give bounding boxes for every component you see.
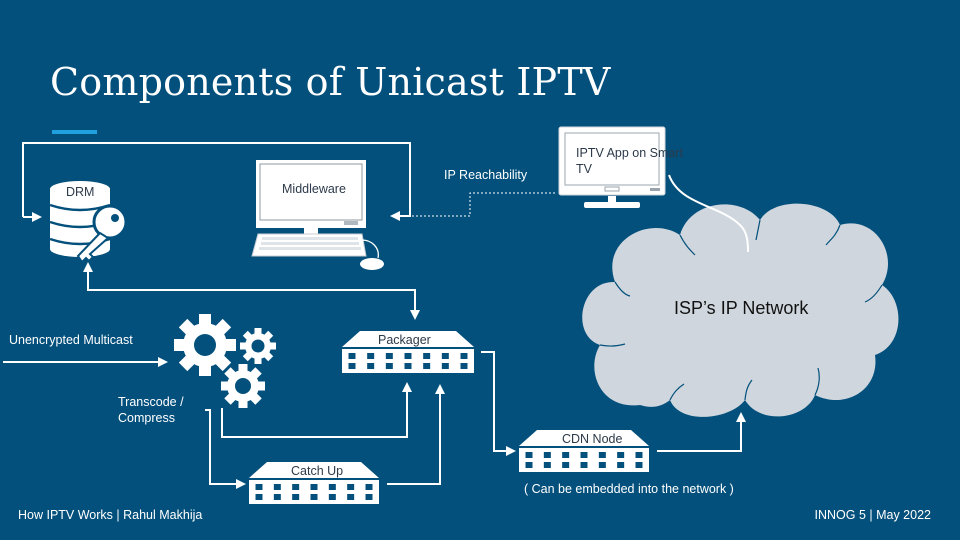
rack-top-panel [249,462,379,478]
rack-port [255,484,263,490]
connector-cdn-cloud [657,412,746,452]
rack-port [580,462,588,468]
rack-top-panel [519,430,649,446]
rack-port [365,484,373,490]
rack-port [598,462,606,468]
rack-port [404,353,412,359]
cdn-node-label: CDN Node [562,432,623,446]
rack-port [292,484,300,490]
transcode-label-line2: Compress [118,411,175,425]
rack-port [441,353,449,359]
connector-transcoder-catchup [205,409,246,489]
catchup-label: Catch Up [291,464,344,478]
transcode-label-line1: Transcode / [118,395,184,409]
catchup-rack-icon [249,462,379,504]
rack-port [347,494,355,500]
connector-packager-drm [83,262,416,313]
ip-reachability-label: IP Reachability [444,168,528,182]
rack-port [255,494,263,500]
rack-port [365,494,373,500]
rack-port [328,494,336,500]
cdn-rack-icon [519,430,649,472]
packager-rack-icon [342,331,474,373]
rack-port [385,353,393,359]
footer-left: How IPTV Works | Rahul Makhija [18,508,203,522]
rack-port [348,353,356,359]
rack-port [580,452,588,458]
tv-monitor-icon [558,126,666,208]
rack-port [367,363,375,369]
rack-port [543,452,551,458]
rack-port [635,462,643,468]
connector-catchup-packager [387,384,445,485]
connector-ip-reachability [392,192,556,217]
rack-port [617,452,625,458]
rack-body [519,448,649,472]
cdn-node-note: ( Can be embedded into the network ) [524,482,734,496]
database-key-icon [49,181,128,264]
rack-port [348,363,356,369]
rack-port [441,363,449,369]
rack-port [635,452,643,458]
rack-port [367,353,375,359]
isp-network-label: ISP’s IP Network [674,298,809,318]
rack-port [328,484,336,490]
connector-packager-cdn [481,351,516,456]
rack-port [525,462,533,468]
rack-top-panel [342,331,474,347]
multicast-input-label: Unencrypted Multicast [9,333,133,347]
connector-transcoder-packager [221,382,412,438]
middleware-label: Middleware [282,182,346,196]
desktop-computer-icon [251,160,384,270]
title-accent-bar [52,130,97,134]
rack-port [310,484,318,490]
slide-title: Components of Unicast IPTV [50,60,611,104]
rack-port [310,494,318,500]
rack-port [525,452,533,458]
footer-right: INNOG 5 | May 2022 [814,508,932,522]
rack-port [543,462,551,468]
tv-cable [668,174,749,253]
packager-label: Packager [378,333,431,347]
rack-port [423,363,431,369]
smart-tv-label: IPTV App on Smart TV [576,146,683,176]
rack-port [385,363,393,369]
drm-label: DRM [66,185,95,199]
rack-port [347,484,355,490]
rack-port [292,494,300,500]
rack-port [273,494,281,500]
gears-icon [174,314,276,408]
rack-port [562,462,570,468]
rack-port [460,353,468,359]
rack-port [423,353,431,359]
rack-port [562,452,570,458]
rack-body [249,480,379,504]
rack-port [460,363,468,369]
rack-port [404,363,412,369]
rack-port [598,452,606,458]
rack-port [617,462,625,468]
cloud-icon [582,203,899,417]
rack-port [273,484,281,490]
rack-body [342,349,474,373]
